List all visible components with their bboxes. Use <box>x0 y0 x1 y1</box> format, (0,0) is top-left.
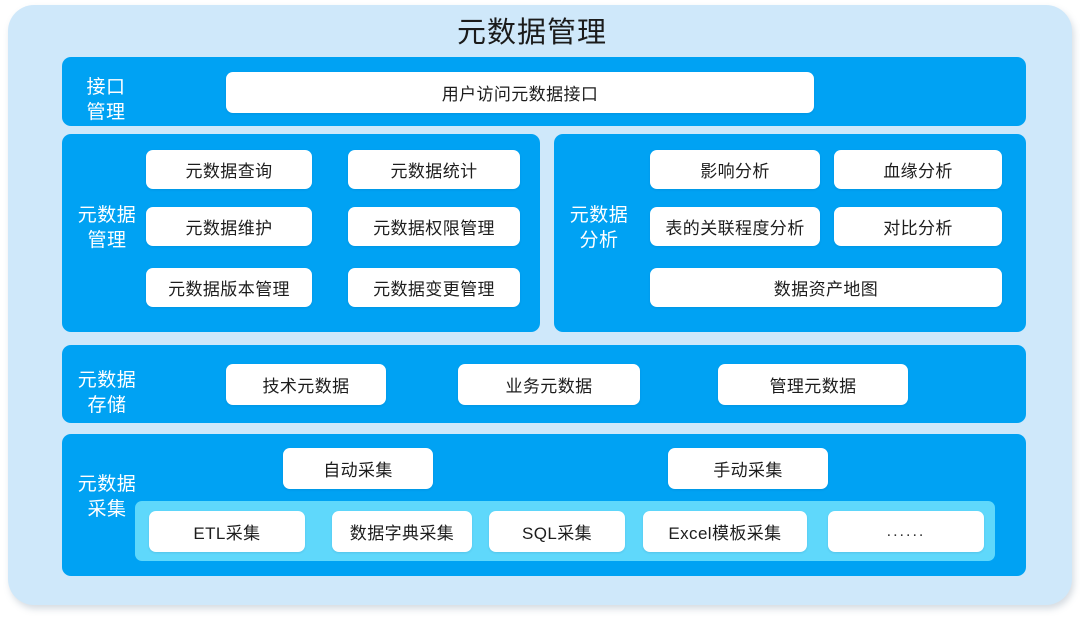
chip-business-metadata[interactable]: 业务元数据 <box>458 364 640 405</box>
chip-metadata-change-management[interactable]: 元数据变更管理 <box>348 268 520 307</box>
chip-metadata-version-management[interactable]: 元数据版本管理 <box>146 268 312 307</box>
row-label-storage: 元数据 存储 <box>77 370 137 416</box>
row-label-interface: 接口 管理 <box>86 77 126 123</box>
chip-comparison-analysis[interactable]: 对比分析 <box>834 207 1002 246</box>
chip-automatic-collection[interactable]: 自动采集 <box>283 448 433 489</box>
row-label-management: 元数据 管理 <box>77 205 137 251</box>
chip-sql-collection[interactable]: SQL采集 <box>489 511 625 552</box>
chip-impact-analysis[interactable]: 影响分析 <box>650 150 820 189</box>
chip-metadata-statistics[interactable]: 元数据统计 <box>348 150 520 189</box>
row-label-analysis: 元数据 分析 <box>569 205 629 251</box>
chip-metadata-permission-management[interactable]: 元数据权限管理 <box>348 207 520 246</box>
chip-data-asset-map[interactable]: 数据资产地图 <box>650 268 1002 307</box>
row-label-collection: 元数据 采集 <box>77 474 137 520</box>
chip-technical-metadata[interactable]: 技术元数据 <box>226 364 386 405</box>
chip-excel-template-collection[interactable]: Excel模板采集 <box>643 511 807 552</box>
chip-lineage-analysis[interactable]: 血缘分析 <box>834 150 1002 189</box>
chip-user-access-metadata-api[interactable]: 用户访问元数据接口 <box>226 72 814 113</box>
page-title: 元数据管理 <box>456 17 607 49</box>
chip-metadata-query[interactable]: 元数据查询 <box>146 150 312 189</box>
chip-manual-collection[interactable]: 手动采集 <box>668 448 828 489</box>
chip-more-collection-methods[interactable]: ...... <box>828 511 984 552</box>
chip-etl-collection[interactable]: ETL采集 <box>149 511 305 552</box>
chip-table-correlation-analysis[interactable]: 表的关联程度分析 <box>650 207 820 246</box>
chip-data-dictionary-collection[interactable]: 数据字典采集 <box>332 511 472 552</box>
chip-management-metadata[interactable]: 管理元数据 <box>718 364 908 405</box>
chip-metadata-maintenance[interactable]: 元数据维护 <box>146 207 312 246</box>
